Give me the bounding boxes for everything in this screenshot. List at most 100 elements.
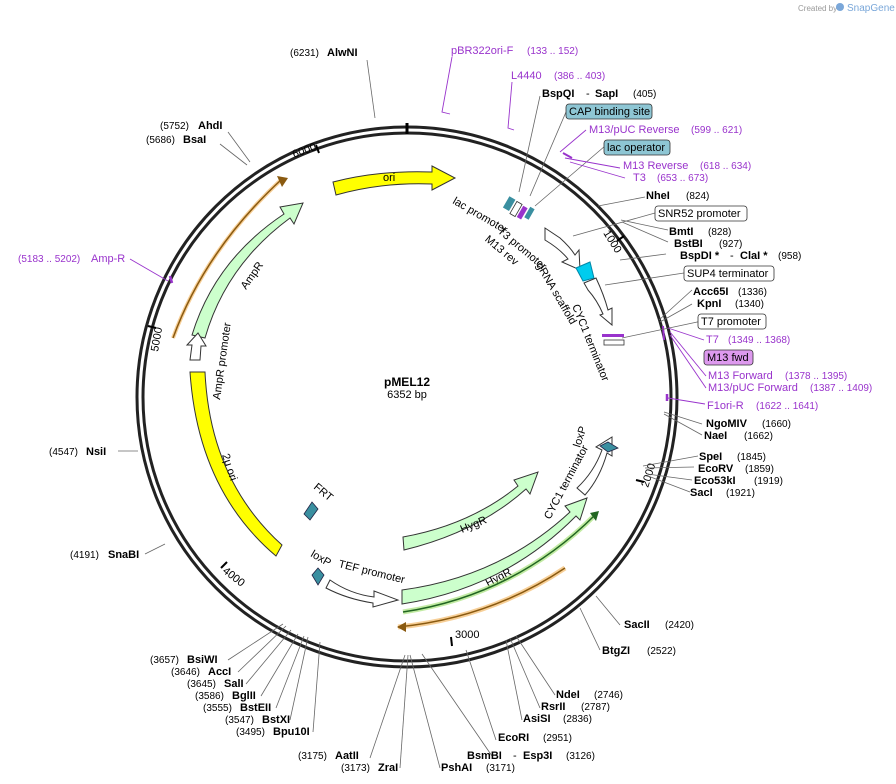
feature-ori [332, 165, 457, 196]
feature-ampr-promoter [185, 332, 207, 361]
created-by-label: Created by [798, 4, 837, 13]
enzyme-zrai-pos: (3173) [341, 763, 370, 774]
enzyme-eco53ki-name: Eco53kI [694, 475, 736, 487]
feature-loxp-left [311, 567, 325, 586]
enzyme-saci-name: SacI [690, 487, 713, 499]
feature-t7-promoter [603, 339, 625, 346]
primer-pbr322-name: pBR322ori-F [451, 45, 514, 57]
feature-hygr-inner [402, 471, 539, 551]
plasmid-name: pMEL12 [384, 375, 430, 389]
enzyme-alwni-name: AlwNI [327, 47, 358, 59]
enzyme-naei-name: NaeI [704, 430, 727, 442]
enzyme-bstxi-name: BstXI [262, 714, 290, 726]
tick-mark-2000 [635, 479, 645, 483]
primer-f1ori-range: (1622 .. 1641) [756, 401, 818, 412]
feature-ori-label: ori [383, 172, 395, 184]
feature-cap-site [502, 196, 516, 212]
feature-hygr-inner-label: HygR [459, 514, 489, 535]
feature-loxp-left-label: loxP [309, 548, 334, 569]
enzyme-bsmbi-pos: (3126) [566, 751, 595, 762]
m13-fwd-box [703, 349, 754, 366]
enzyme-bsai-name: BsaI [183, 134, 206, 146]
primer-t3-range: (653 .. 673) [657, 173, 708, 184]
primer-pbr322-range: (133 .. 152) [527, 46, 578, 57]
enzyme-spei-pos: (1845) [737, 452, 766, 463]
enzyme-ahdi-name: AhdI [198, 120, 222, 132]
primer-arc-hyg-head [590, 511, 599, 521]
enzyme-sacii-name: SacII [624, 619, 650, 631]
feature-t7-primer [602, 334, 624, 337]
primer-f1ori-name: F1ori-R [707, 400, 744, 412]
enzyme-ndei-pos: (2746) [594, 690, 623, 701]
enzyme-rsrii-pos: (2787) [581, 702, 610, 713]
primer-m13puc-rev-range: (599 .. 621) [691, 125, 742, 136]
feature-hygr-outer [401, 497, 588, 605]
primer-m13puc-fwd-range: (1387 .. 1409) [810, 383, 872, 394]
feature-ampr-promoter-label: AmpR promoter [211, 322, 234, 401]
enzyme-snabi-pos: (4191) [70, 550, 99, 561]
tick-mark-1000 [616, 235, 625, 242]
enzyme-snabi-name: SnaBI [108, 549, 139, 561]
enzyme-btgzi-name: BtgZI [602, 645, 630, 657]
feature-frt-label: FRT [311, 481, 335, 504]
enzyme-bsmbi-sep: - [513, 750, 517, 762]
tick-label-6000: 6000 [291, 141, 318, 161]
tick-label-5000: 5000 [149, 326, 165, 352]
tick-mark-6000 [315, 144, 320, 154]
snapgene-logo-icon [836, 3, 844, 11]
primer-amp-r-name: Amp-R [91, 253, 125, 265]
primer-l4440-name: L4440 [511, 70, 542, 82]
lac-operator-box [603, 139, 671, 156]
feature-m13-rev-primer [516, 205, 528, 220]
enzyme-bspqi-name: BspQI [542, 88, 574, 100]
enzyme-bsteii-pos: (3555) [203, 703, 232, 714]
feature-2mu-ori [189, 371, 283, 557]
enzyme-clai-name: ClaI * [740, 250, 768, 262]
primer-m13puc-rev-name: M13/pUC Reverse [589, 124, 679, 136]
enzyme-pshai-name: PshAI [441, 762, 472, 774]
enzyme-esp3i-name: Esp3I [523, 750, 552, 762]
primer-arc-amp-head [277, 176, 288, 187]
enzyme-eco53ki-pos: (1919) [754, 476, 783, 487]
enzyme-sali-pos: (3645) [187, 679, 216, 690]
enzyme-kpni-pos: (1340) [735, 299, 764, 310]
enzyme-sali-name: SalI [224, 678, 244, 690]
enzyme-bspqi-sep: - [586, 88, 590, 100]
snr52-promoter-label: SNR52 promoter [658, 208, 741, 220]
lac-operator-label: lac operator [607, 142, 665, 154]
enzyme-bsiwi-name: BsiWI [187, 654, 218, 666]
primer-mark-amp-r [168, 275, 174, 284]
enzyme-pshai-pos: (3171) [486, 763, 515, 774]
feature-ampr [191, 202, 304, 339]
enzyme-bstbi-name: BstBI [674, 238, 703, 250]
t7-promoter-label: T7 promoter [701, 316, 761, 328]
primer-m13-reverse-name: M13 Reverse [623, 160, 688, 172]
enzyme-ecori-pos: (2951) [543, 733, 572, 744]
enzyme-bstbi-pos: (927) [719, 239, 742, 250]
primer-leader-lines [129, 56, 707, 405]
enzyme-aatii-pos: (3175) [298, 751, 327, 762]
enzyme-saci-pos: (1921) [726, 488, 755, 499]
cap-binding-site-box [565, 103, 653, 120]
feature-cyc1-terminator-1 [583, 277, 613, 327]
sup4-terminator-label: SUP4 terminator [687, 268, 769, 280]
enzyme-bspqi-pos: (405) [633, 89, 656, 100]
t7-promoter-box [697, 313, 767, 330]
primer-m13puc-fwd-name: M13/pUC Forward [708, 382, 798, 394]
tick-mark-4000 [220, 561, 228, 569]
enzyme-alwni-pos: (6231) [290, 48, 319, 59]
feature-ampr-label: AmpR [239, 260, 266, 292]
enzyme-acci-name: AccI [208, 666, 231, 678]
enzyme-ecorv-name: EcoRV [698, 463, 734, 475]
primer-arc-bottom [397, 567, 566, 628]
primer-m13-forward-range: (1378 .. 1395) [785, 371, 847, 382]
feature-snr52-promoter [544, 227, 581, 271]
primer-amp-r-range: (5183 .. 5202) [18, 254, 80, 265]
enzyme-asisi-pos: (2836) [563, 714, 592, 725]
enzyme-ngomiv-name: NgoMIV [706, 418, 748, 430]
enzyme-bstxi-pos: (3547) [225, 715, 254, 726]
enzyme-bsteii-name: BstEII [240, 702, 271, 714]
enzyme-rsrii-name: RsrII [541, 701, 565, 713]
enzyme-asisi-name: AsiSI [523, 713, 551, 725]
enzyme-spei-name: SpeI [699, 451, 722, 463]
